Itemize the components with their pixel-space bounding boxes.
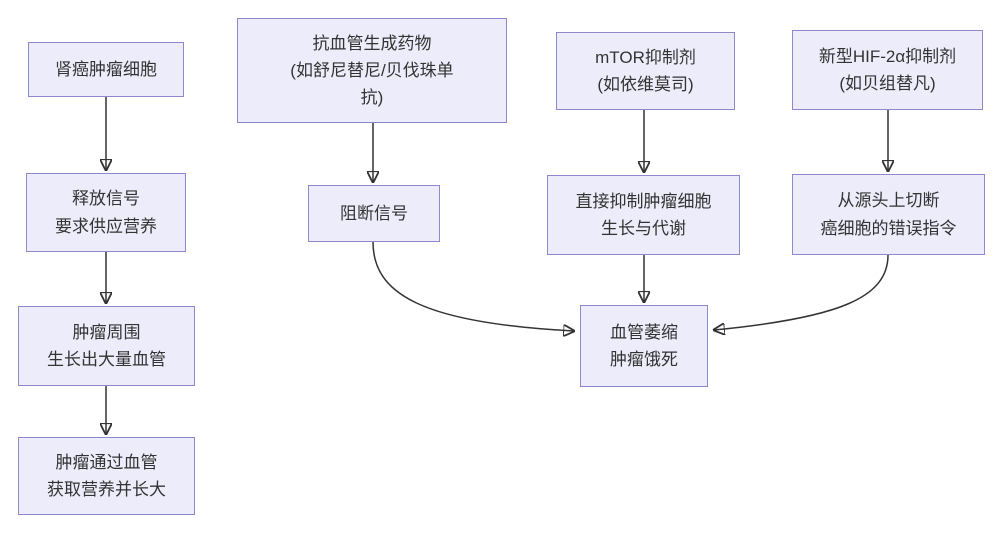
node-hif2a-inhibitor: 新型HIF-2α抑制剂 (如贝组替凡) bbox=[792, 30, 983, 110]
node-vessel-growth: 肿瘤周围 生长出大量血管 bbox=[18, 306, 195, 386]
node-cut-error-instructions: 从源头上切断 癌细胞的错误指令 bbox=[792, 174, 985, 255]
node-release-signal: 释放信号 要求供应营养 bbox=[26, 173, 186, 252]
node-inhibit-tumor-growth: 直接抑制肿瘤细胞 生长与代谢 bbox=[547, 175, 740, 255]
node-tumor-starves: 血管萎缩 肿瘤饿死 bbox=[580, 305, 708, 387]
arrow-cut-to-starve bbox=[714, 254, 889, 330]
node-renal-tumor-cell: 肾癌肿瘤细胞 bbox=[28, 42, 184, 97]
node-tumor-grows: 肿瘤通过血管 获取营养并长大 bbox=[18, 437, 195, 515]
node-anti-angiogenic-drugs: 抗血管生成药物 (如舒尼替尼/贝伐珠单 抗) bbox=[237, 18, 507, 123]
node-block-signal: 阻断信号 bbox=[308, 185, 440, 242]
arrow-block-to-starve bbox=[372, 241, 574, 331]
node-mtor-inhibitor: mTOR抑制剂 (如依维莫司) bbox=[556, 32, 735, 110]
